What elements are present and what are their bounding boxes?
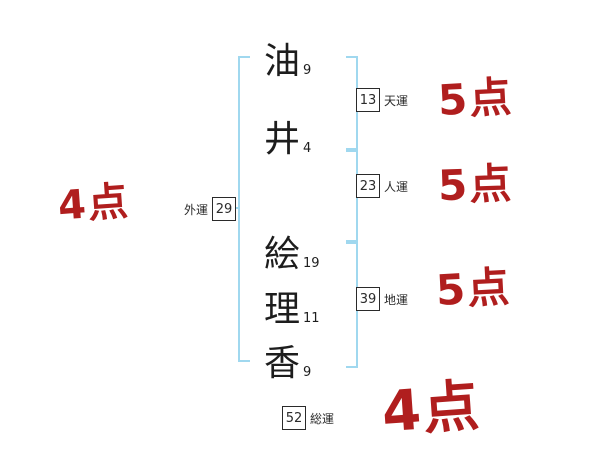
tenun-value-box: 13 [356,88,380,112]
tenun-group: 13 天運 [356,88,412,112]
gaiun-score: 4点 [56,178,132,230]
name-char-row: 理 11 [264,292,320,328]
stroke-count: 9 [303,365,312,380]
soun-score: 4点 [379,373,484,446]
jinun-value-box: 23 [356,174,380,198]
soun-label: 総運 [310,411,335,426]
name-char-row: 井 4 [264,122,311,158]
name-char-row: 香 9 [264,346,311,382]
gaiun-group: 外運 29 [180,197,237,221]
name-char-row: 絵 19 [264,237,320,273]
name-char: 理 [264,289,301,330]
stroke-count: 9 [303,63,312,78]
name-char: 香 [264,343,301,384]
stroke-count: 11 [303,311,320,326]
gaiun-value-box: 29 [212,197,237,221]
name-char: 油 [264,41,301,82]
name-char: 絵 [264,234,301,275]
gaiun-bracket [238,56,250,362]
name-char-row: 油 9 [264,44,311,80]
chiun-group: 39 地運 [356,287,412,311]
stroke-count: 4 [303,141,312,156]
chiun-label: 地運 [384,292,409,307]
chiun-value-box: 39 [356,287,380,311]
soun-group: 52 総運 [282,406,338,430]
chiun-score: 5点 [434,262,513,315]
jinun-score: 5点 [437,158,515,211]
tenun-label: 天運 [384,93,409,108]
stroke-count: 19 [303,256,320,271]
name-char: 井 [264,119,301,160]
gaiun-label: 外運 [184,202,209,217]
jinun-label: 人運 [384,179,409,194]
tenun-score: 5点 [436,72,515,125]
soun-value-box: 52 [282,406,306,430]
jinun-group: 23 人運 [356,174,412,198]
